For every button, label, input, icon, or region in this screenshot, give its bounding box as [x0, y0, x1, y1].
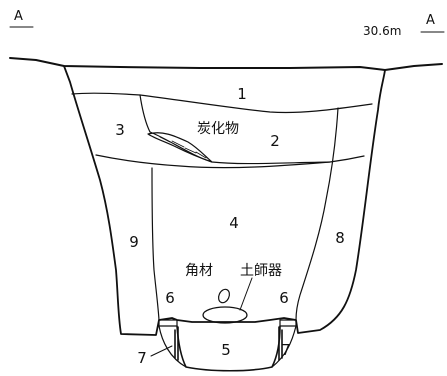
charcoal-hatch [159, 136, 207, 159]
boundary-layer-3-4 [95, 154, 365, 169]
boundary-layer-9 [151, 167, 160, 321]
layer-7-right-hatch [278, 326, 283, 361]
section-marker-right: A [426, 13, 435, 28]
layer-7-left-leader [150, 345, 173, 357]
layer-6-left-band [158, 319, 178, 327]
layer-label-6-right: 6 [279, 289, 289, 307]
boundary-layer-1 [71, 92, 373, 114]
layer-label-7-left: 7 [137, 349, 147, 367]
layer-label-5: 5 [221, 341, 231, 359]
haji-ware-leader [239, 277, 253, 311]
boundary-layer-2-left [139, 94, 151, 133]
layer-label-4: 4 [229, 214, 239, 232]
layer-5-outline [176, 325, 281, 372]
pit-outline [63, 65, 386, 336]
annotation-haji-ware: 土師器 [240, 263, 282, 279]
square-timber-object [217, 288, 231, 304]
layer-label-2: 2 [270, 132, 280, 150]
layer-label-9: 9 [129, 233, 139, 251]
layer-7-left-outline [158, 325, 187, 368]
charcoal-lens [147, 132, 213, 163]
layer-6-right-band [279, 319, 297, 327]
layer-label-1: 1 [237, 85, 247, 103]
layer-label-7-right: 7 [281, 341, 291, 359]
layer-label-6-left: 6 [165, 289, 175, 307]
layer-7-right-outline [271, 325, 297, 368]
haji-ware-object [202, 306, 248, 324]
ground-surface-line [9, 57, 443, 71]
boundary-layer-8 [295, 107, 339, 321]
layer-label-8: 8 [335, 229, 345, 247]
layer-7-left-hatch [174, 326, 179, 361]
layer-label-3: 3 [115, 121, 125, 139]
elevation-label: 30.6m [363, 24, 401, 38]
section-marker-left: A [14, 9, 23, 24]
annotation-square-timber: 角材 [185, 263, 213, 279]
annotation-charcoal: 炭化物 [197, 121, 239, 137]
